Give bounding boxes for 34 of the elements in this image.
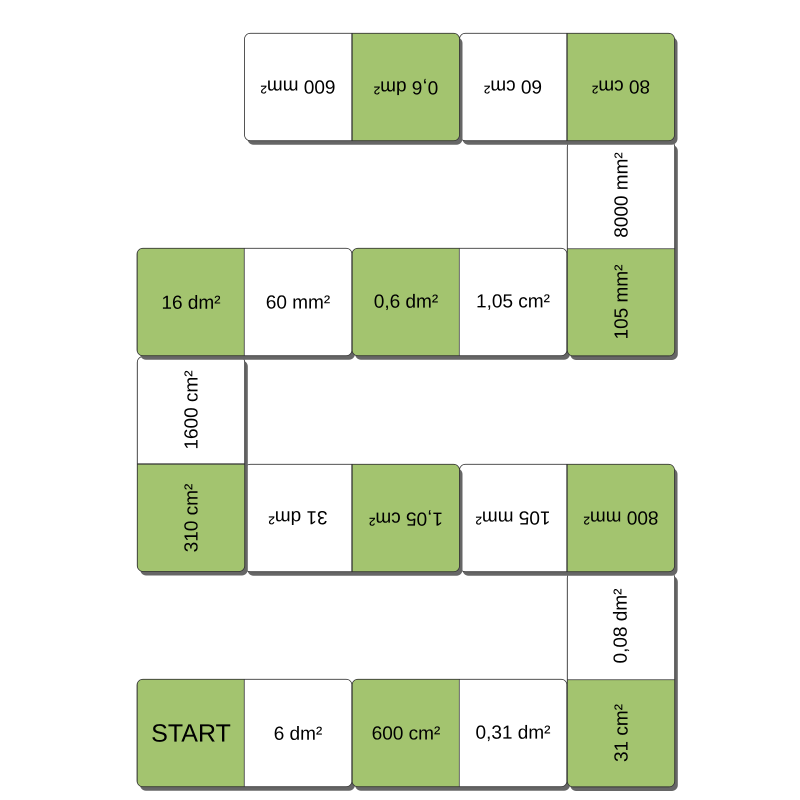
domino-half: 31 cm² [567, 678, 675, 787]
domino [352, 248, 570, 360]
domino-half: 0,31 dm² [458, 679, 567, 787]
domino-half: 0,6 dm² [352, 33, 460, 141]
domino-half: 310 cm² [137, 464, 245, 572]
domino [459, 464, 678, 576]
domino [459, 32, 678, 145]
domino-half: START [137, 679, 246, 787]
domino-half: 0,6 dm² [352, 248, 460, 356]
domino [136, 248, 355, 360]
domino-half: 800 mm² [566, 464, 674, 572]
domino [136, 678, 355, 791]
domino-half: 1,05 cm² [458, 248, 567, 356]
domino-half: 8000 mm² [567, 141, 675, 250]
domino-half: 60 mm² [244, 248, 352, 356]
domino-half: 105 mm² [567, 248, 675, 356]
domino-half: 1600 cm² [137, 356, 245, 464]
domino-half: 600 cm² [352, 679, 460, 787]
domino [136, 356, 248, 576]
domino-half: 0,08 dm² [567, 572, 675, 680]
domino-half: 31 dm² [244, 464, 352, 572]
domino-half: 80 cm² [566, 33, 674, 141]
domino-half: 6 dm² [244, 679, 352, 787]
node-label: 6 dm² [274, 726, 322, 740]
domino-half: 16 dm² [137, 248, 246, 356]
domino-half: 60 cm² [460, 33, 568, 141]
node-label: 60 mm² [266, 295, 330, 309]
domino-half: 1,05 cm² [352, 464, 460, 572]
domino-half: 105 mm² [460, 464, 568, 572]
node-label: 8000 mm² [614, 152, 628, 237]
node-label: 0,08 dm² [612, 588, 630, 663]
domino [244, 32, 462, 145]
domino [352, 678, 570, 791]
domino-half: 600 mm² [244, 33, 352, 141]
